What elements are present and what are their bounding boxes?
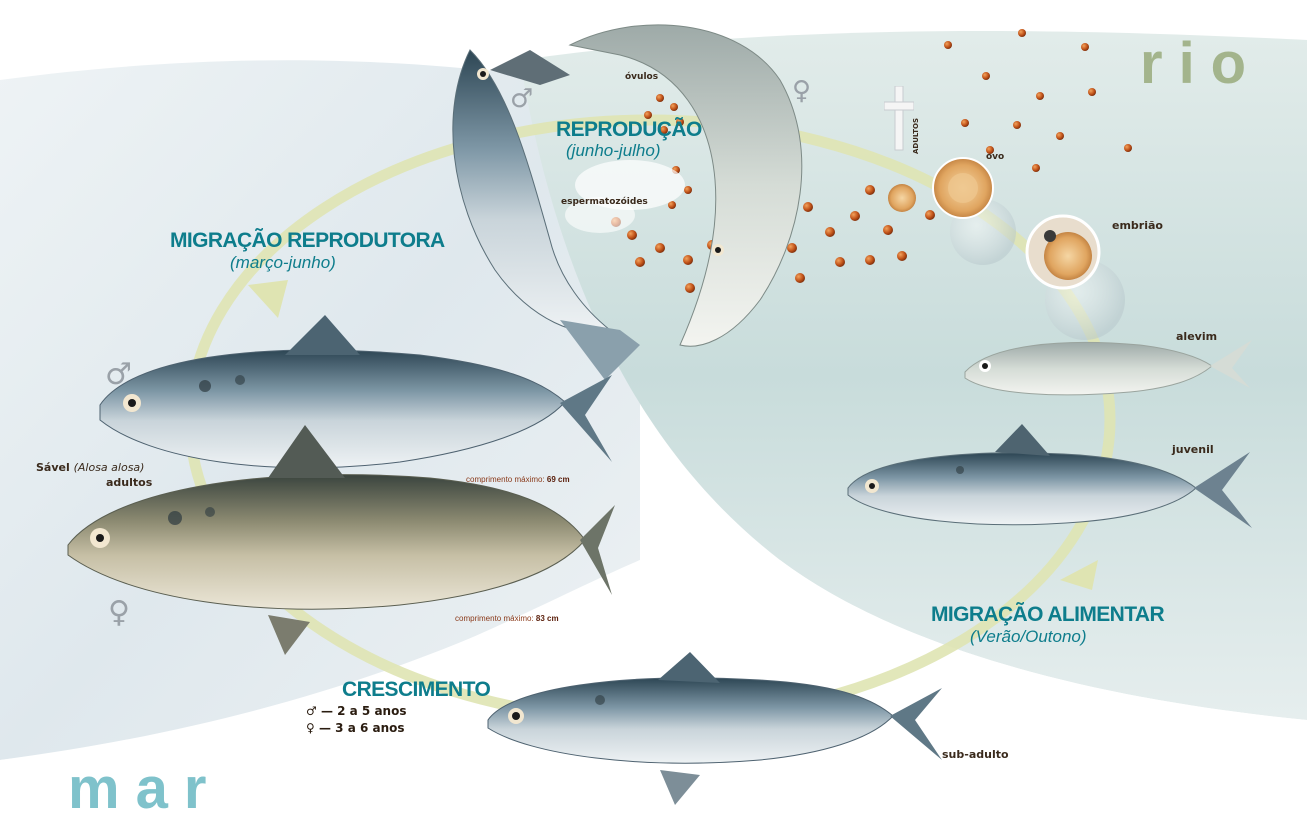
male-symbol: ♂ xyxy=(306,704,317,718)
male-symbol-spawning: ♂ xyxy=(510,86,533,112)
male-symbol-adult: ♂ xyxy=(105,360,132,390)
reproduction-title: REPRODUÇÃO xyxy=(556,118,702,142)
growth-title: CRESCIMENTO xyxy=(342,678,490,702)
cross-icon xyxy=(884,86,914,156)
juvenile-label: juvenil xyxy=(1172,443,1214,456)
sperm-label: espermatozóides xyxy=(561,197,648,207)
growth-female-years: — 3 a 6 anos xyxy=(319,721,405,735)
sea-label: mar xyxy=(68,755,222,819)
subadult-label: sub-adulto xyxy=(942,748,1009,761)
female-symbol: ♀ xyxy=(306,721,315,735)
reproductive-migration-period: (março-junho) xyxy=(230,253,336,273)
male-length-label: comprimento máximo: xyxy=(466,475,545,484)
larva-label: alevim xyxy=(1176,330,1217,343)
species-name: Sável xyxy=(36,461,70,474)
adults-vertical-label: ADULTOS xyxy=(912,118,920,154)
species-stage: adultos xyxy=(106,476,152,489)
male-length: comprimento máximo: 69 cm xyxy=(466,475,570,484)
female-length-label: comprimento máximo: xyxy=(455,614,534,623)
female-length: comprimento máximo: 83 cm xyxy=(455,614,559,623)
male-length-value: 69 cm xyxy=(547,475,570,484)
embryo-label: embrião xyxy=(1112,219,1163,232)
growth-male-line: ♂ — 2 a 5 anos xyxy=(306,704,407,718)
reproductive-migration-title: MIGRAÇÃO REPRODUTORA xyxy=(170,229,445,253)
growth-female-line: ♀ — 3 a 6 anos xyxy=(306,721,405,735)
river-label: rio xyxy=(1140,30,1262,97)
reproduction-period: (junho-julho) xyxy=(566,141,661,161)
species-latin: (Alosa alosa) xyxy=(74,461,145,474)
female-symbol-spawning: ♀ xyxy=(792,78,811,104)
species-name-line: Sável (Alosa alosa) xyxy=(36,461,144,474)
ovules-label: óvulos xyxy=(625,72,658,82)
female-symbol-adult: ♀ xyxy=(108,598,130,628)
egg-label: ovo xyxy=(986,152,1004,162)
female-length-value: 83 cm xyxy=(536,614,559,623)
feeding-migration-period: (Verão/Outono) xyxy=(970,627,1087,647)
feeding-migration-title: MIGRAÇÃO ALIMENTAR xyxy=(931,603,1164,627)
growth-male-years: — 2 a 5 anos xyxy=(321,704,407,718)
